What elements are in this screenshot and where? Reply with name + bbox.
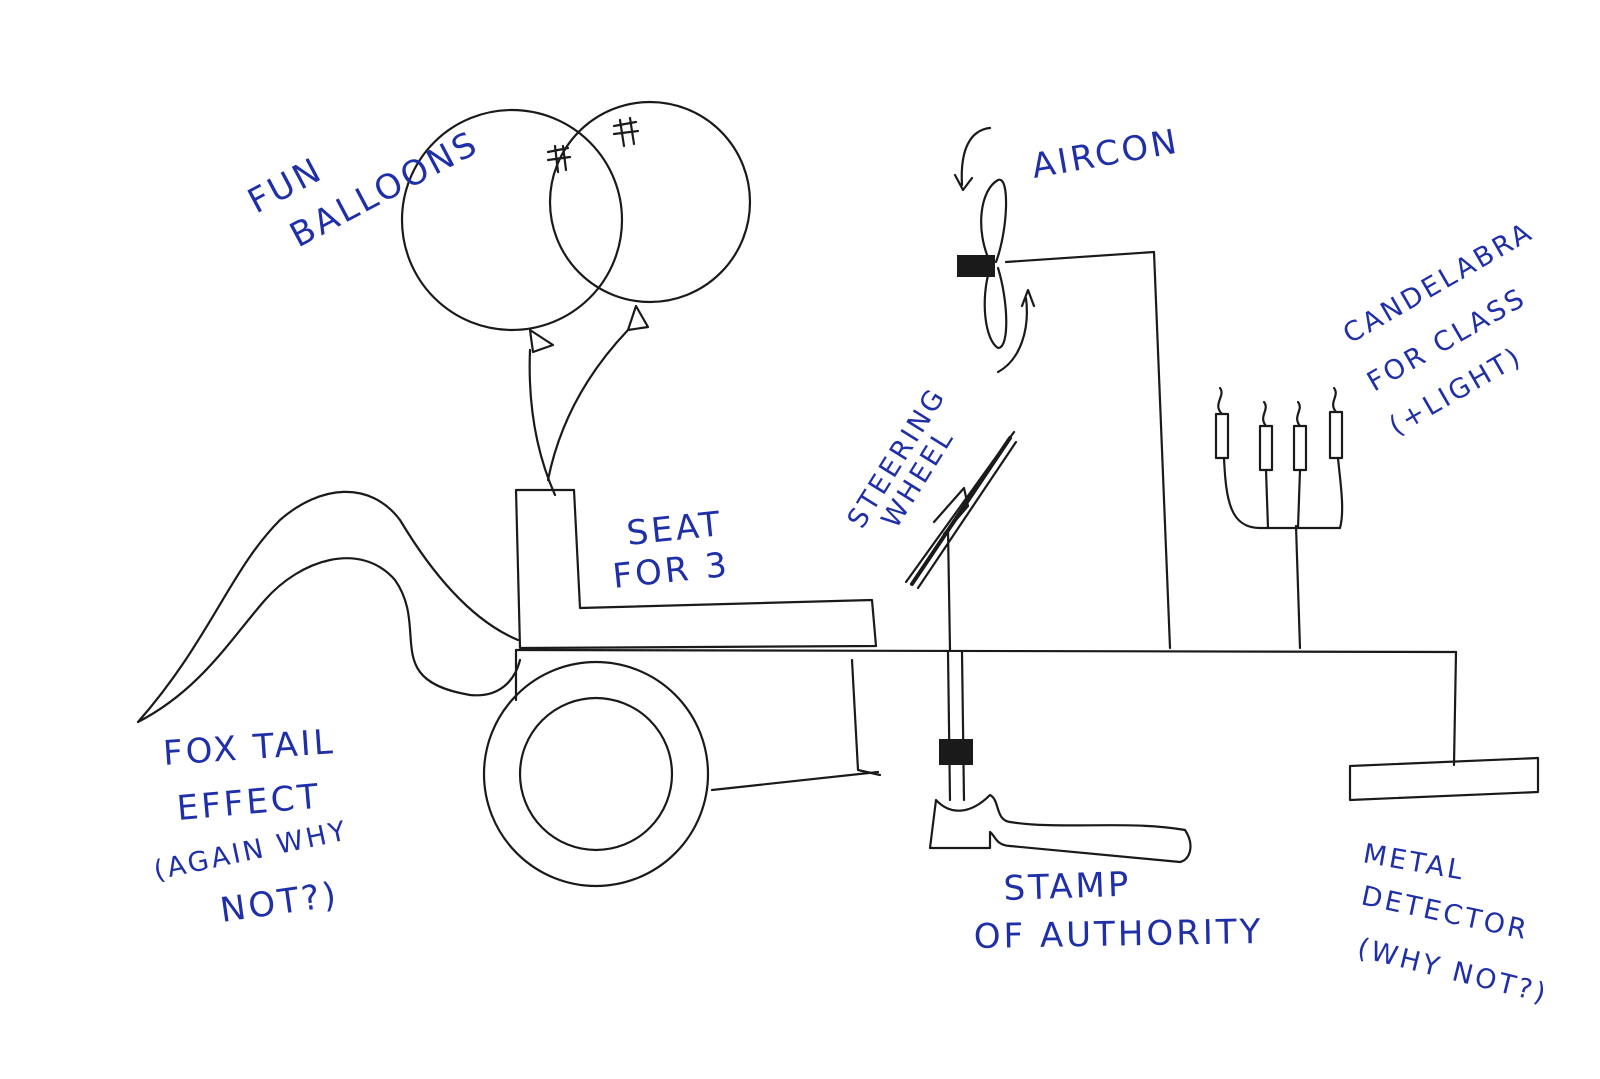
label-stamp: STAMP — [1003, 865, 1132, 909]
airflow-arrow-top — [953, 126, 992, 192]
label-of-authority: OF AUTHORITY — [973, 912, 1263, 957]
stamp-assembly — [928, 650, 1192, 864]
label-aircon: AIRCON — [1029, 122, 1183, 187]
balloon-knot-1 — [528, 328, 555, 354]
balloon-string-1 — [528, 348, 557, 497]
balloon-knot-2 — [626, 304, 650, 332]
label-fox-tail: FOX TAIL — [162, 722, 337, 774]
rear-frame — [1452, 650, 1458, 767]
candelabra-stem — [1294, 524, 1302, 650]
balloon-highlight-2 — [612, 116, 640, 148]
metal-detector-plate — [1348, 756, 1540, 802]
hub — [518, 696, 674, 852]
wheel — [482, 660, 710, 888]
label-detector: DETECTOR — [1359, 881, 1532, 947]
candle-2 — [1258, 424, 1274, 472]
flame-2 — [1262, 400, 1268, 428]
label-metal: METAL — [1361, 838, 1468, 886]
tyre — [482, 660, 710, 888]
balloon-string-2 — [546, 328, 630, 482]
label-not: NOT?) — [218, 875, 342, 931]
steering-wheel — [910, 436, 1012, 586]
steering-wheel-assembly — [904, 430, 1018, 652]
balloons — [400, 100, 752, 497]
candelabra-arms — [1222, 456, 1344, 530]
candelabra — [1214, 386, 1344, 650]
balloon-front — [400, 108, 624, 332]
vehicle-body — [514, 648, 1458, 792]
airflow-arrow-bottom — [996, 288, 1036, 374]
label-effect: EFFECT — [175, 777, 323, 829]
fox-tail — [136, 490, 522, 724]
lower-body — [710, 770, 880, 792]
fan-blade-bottom — [983, 266, 1008, 350]
steering-column — [946, 528, 952, 652]
candle-4 — [1328, 410, 1344, 460]
steering-column-top — [932, 486, 970, 536]
flame-3 — [1296, 400, 1302, 428]
candle-3 — [1292, 424, 1308, 472]
balloon-back — [548, 100, 752, 304]
steering-wheel-outline — [904, 430, 1018, 590]
fan-blade-top — [980, 178, 1008, 264]
annotations: FUN BALLOONS AIRCON CANDELABRA FOR CLASS… — [151, 122, 1551, 1010]
flame-1 — [1217, 386, 1224, 416]
stamp-shoe — [928, 793, 1192, 864]
front-section — [850, 658, 882, 777]
flame-4 — [1332, 386, 1338, 414]
aircon-assembly — [953, 126, 1172, 650]
stamp-post — [946, 650, 966, 802]
stamp-clamp — [939, 739, 973, 765]
seat — [514, 488, 878, 650]
balloon-highlight-1 — [546, 144, 572, 174]
fan-hub — [957, 255, 995, 277]
aircon-tower — [1004, 250, 1172, 650]
chassis-line — [514, 648, 1458, 654]
candle-1 — [1214, 412, 1230, 460]
